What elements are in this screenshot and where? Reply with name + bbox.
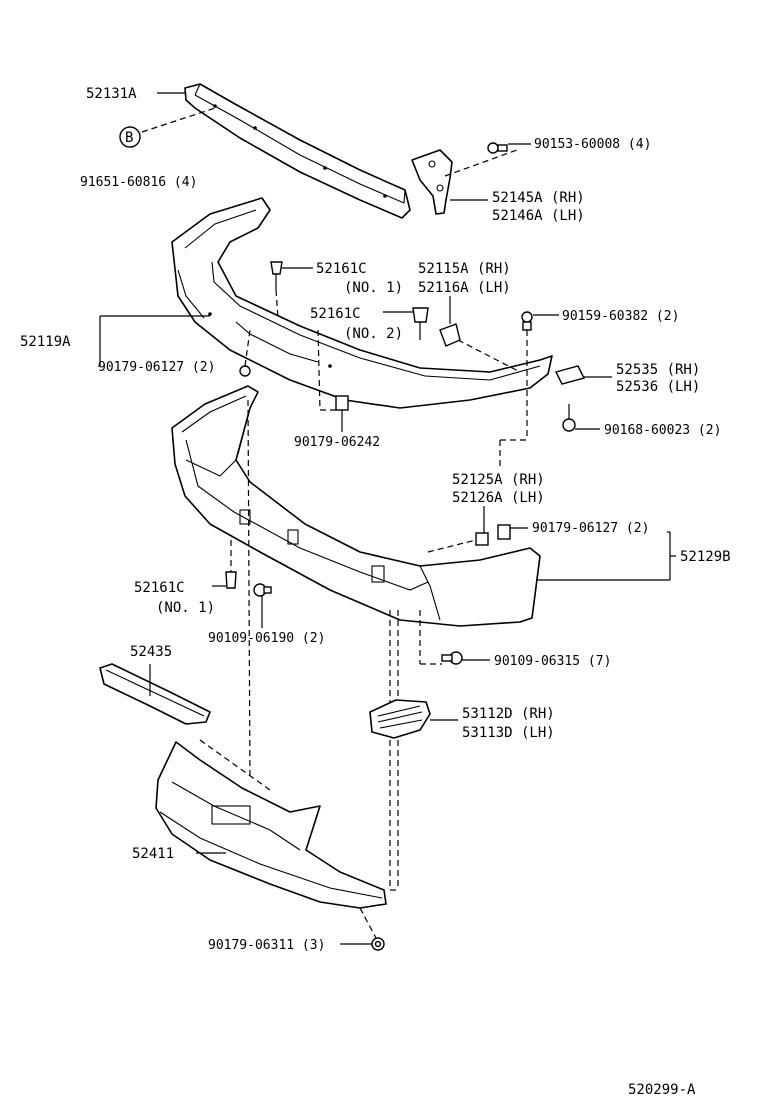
bracket-part xyxy=(411,149,453,215)
label-52161C-2: 52161C xyxy=(310,306,361,322)
dash-nut-top xyxy=(244,329,251,367)
dash-52115A xyxy=(457,339,521,373)
bolt-90109-06315-icon xyxy=(441,651,463,665)
label-90179-06311: 90179-06311 (3) xyxy=(208,938,325,953)
label-52161C-3: 52161C xyxy=(134,580,185,596)
dash-06311 xyxy=(359,907,377,939)
nut-90179-06127-mid-icon xyxy=(497,524,511,540)
dash-left-vert xyxy=(247,399,251,781)
bumper-reinforcement-part xyxy=(184,83,411,219)
bumper-retainer-part xyxy=(171,197,553,409)
label-90153: 90153-60008 (4) xyxy=(534,137,651,152)
dash-b-marker xyxy=(141,107,216,133)
dash-52411 xyxy=(199,739,271,791)
label-52146A: 52146A (LH) xyxy=(492,208,585,224)
label-52411: 52411 xyxy=(132,846,174,862)
label-90179-06242: 90179-06242 xyxy=(294,435,380,450)
diagram-id: 520299-A xyxy=(628,1082,696,1098)
label-52535: 52535 (RH) xyxy=(616,362,700,378)
label-53112D: 53112D (RH) xyxy=(462,706,555,722)
dash-90153 xyxy=(444,149,518,177)
nut-90179-06311-icon xyxy=(371,937,385,951)
label-52435: 52435 xyxy=(130,644,172,660)
label-90168: 90168-60023 (2) xyxy=(604,423,721,438)
bumper-cover-part xyxy=(171,385,541,627)
bolt-90153-icon xyxy=(487,142,508,154)
label-52125A: 52125A (RH) xyxy=(452,472,545,488)
label-52116A: 52116A (LH) xyxy=(418,280,511,296)
label-91651: 91651-60816 (4) xyxy=(80,175,197,190)
clip-52161C-no1-lower-icon xyxy=(225,571,237,589)
spoiler-part xyxy=(155,741,387,909)
moulding-part xyxy=(99,663,211,725)
label-52115A: 52115A (RH) xyxy=(418,261,511,277)
label-52161C-1-sub: (NO. 1) xyxy=(344,280,403,296)
label-52126A: 52126A (LH) xyxy=(452,490,545,506)
nut-90179-06127-top-icon xyxy=(239,365,251,377)
label-52536: 52536 (LH) xyxy=(616,379,700,395)
label-52145A: 52145A (RH) xyxy=(492,190,585,206)
label-53113D: 53113D (LH) xyxy=(462,725,555,741)
label-52119A: 52119A xyxy=(20,334,71,350)
b-marker-label: B xyxy=(125,130,133,146)
fog-cover-part xyxy=(369,699,431,739)
bolt-90109-06190-icon xyxy=(253,583,272,597)
dash-06242-left xyxy=(317,329,321,411)
retainer-52115A-icon xyxy=(439,323,461,347)
label-52131A: 52131A xyxy=(86,86,137,102)
clip-52161C-no1-icon xyxy=(270,261,283,290)
label-90179-06127-top: 90179-06127 (2) xyxy=(98,360,215,375)
label-52129B: 52129B xyxy=(680,549,731,565)
label-90109-06315: 90109-06315 (7) xyxy=(494,654,611,669)
label-52161C-2-sub: (NO. 2) xyxy=(344,326,403,342)
label-90109-06190: 90109-06190 (2) xyxy=(208,631,325,646)
screw-90168-icon xyxy=(562,404,576,432)
dash-52125A xyxy=(427,539,477,553)
label-90159: 90159-60382 (2) xyxy=(562,309,679,324)
bracket-52535-icon xyxy=(554,365,586,385)
screw-90159-icon xyxy=(521,311,533,331)
dash-52161C-1 xyxy=(275,289,279,319)
nut-52125A-icon xyxy=(475,532,489,546)
label-52161C-1: 52161C xyxy=(316,261,367,277)
label-90179-06127-mid: 90179-06127 (2) xyxy=(532,521,649,536)
nut-90179-06242-icon xyxy=(335,395,349,411)
label-52161C-3-sub: (NO. 1) xyxy=(156,600,215,616)
b-marker-circle xyxy=(119,126,141,148)
clip-52161C-no2-icon xyxy=(412,307,429,340)
